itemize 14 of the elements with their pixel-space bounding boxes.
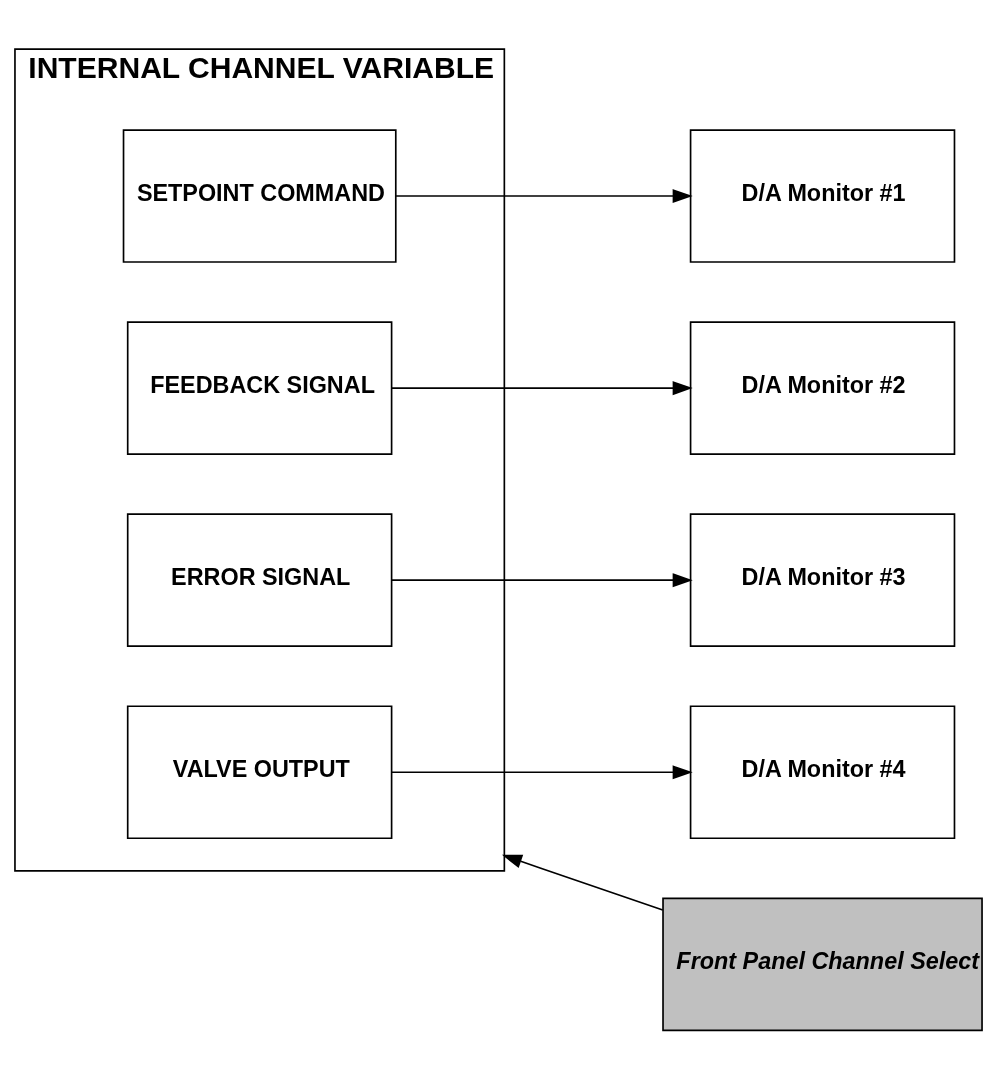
arrow	[501, 854, 664, 911]
node-box: D/A Monitor #3	[689, 512, 956, 647]
node-box: FEEDBACK SIGNAL	[126, 320, 393, 455]
node-box: ERROR SIGNAL	[126, 512, 393, 647]
node-box: D/A Monitor #1	[689, 128, 956, 263]
arrow	[390, 380, 693, 395]
node-box: Front Panel Channel Select	[662, 897, 983, 1031]
arrow	[390, 764, 693, 779]
arrow	[395, 188, 693, 203]
arrow	[390, 572, 693, 587]
node-box: D/A Monitor #4	[689, 704, 956, 839]
node-box: D/A Monitor #2	[689, 320, 956, 455]
node-box: VALVE OUTPUT	[126, 704, 393, 839]
node-box: SETPOINT COMMAND	[122, 128, 397, 263]
